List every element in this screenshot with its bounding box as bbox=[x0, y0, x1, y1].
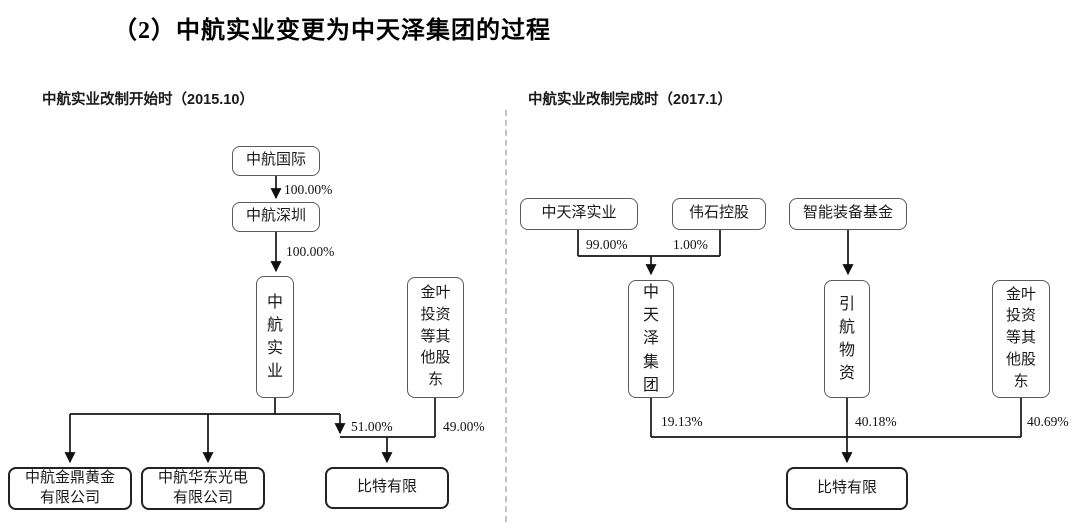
node-huadong-optoelectronics: 中航华东光电 有限公司 bbox=[141, 467, 265, 510]
node-zhonghang-shenzhen: 中航深圳 bbox=[232, 202, 320, 232]
node-ztz-shiye: 中天泽实业 bbox=[520, 198, 638, 230]
node-zhineng-fund: 智能装备基金 bbox=[789, 198, 907, 230]
left-chart-subtitle: 中航实业改制开始时（2015.10） bbox=[42, 92, 254, 108]
edge-label-ztzshiye-group: 99.00% bbox=[586, 237, 628, 252]
edge-label-yinhang-bite: 40.18% bbox=[855, 414, 897, 429]
edge-label-guoji-shenzhen: 100.00% bbox=[284, 182, 333, 197]
page-title: （2）中航实业变更为中天泽集团的过程 bbox=[113, 18, 551, 44]
node-yinhang-wuzi: 引 航 物 资 bbox=[824, 280, 870, 398]
node-weishi-holding: 伟石控股 bbox=[672, 198, 766, 230]
edge-label-shiye-bite: 51.00% bbox=[351, 419, 393, 434]
edge-label-group-bite: 19.13% bbox=[661, 414, 703, 429]
chart-divider-dashed-line bbox=[505, 110, 507, 522]
node-bite-limited-right: 比特有限 bbox=[786, 467, 908, 510]
node-zhonghang-guoji: 中航国际 bbox=[232, 146, 320, 176]
right-chart-subtitle: 中航实业改制完成时（2017.1） bbox=[528, 92, 732, 108]
node-jinye-investors-right: 金叶 投资 等其 他股 东 bbox=[992, 280, 1050, 398]
edge-label-weishi-group: 1.00% bbox=[673, 237, 708, 252]
edge-label-jinye-bite-left: 49.00% bbox=[443, 419, 485, 434]
edge-label-jinye-bite-right: 40.69% bbox=[1027, 414, 1069, 429]
edge-label-shenzhen-shiye: 100.00% bbox=[286, 244, 335, 259]
node-ztz-group: 中 天 泽 集 团 bbox=[628, 280, 674, 398]
node-jinye-investors-left: 金叶 投资 等其 他股 东 bbox=[407, 277, 464, 398]
node-jinding-gold: 中航金鼎黄金 有限公司 bbox=[8, 467, 132, 510]
node-bite-limited-left: 比特有限 bbox=[325, 467, 449, 509]
node-zhonghang-shiye: 中 航 实 业 bbox=[256, 276, 294, 398]
